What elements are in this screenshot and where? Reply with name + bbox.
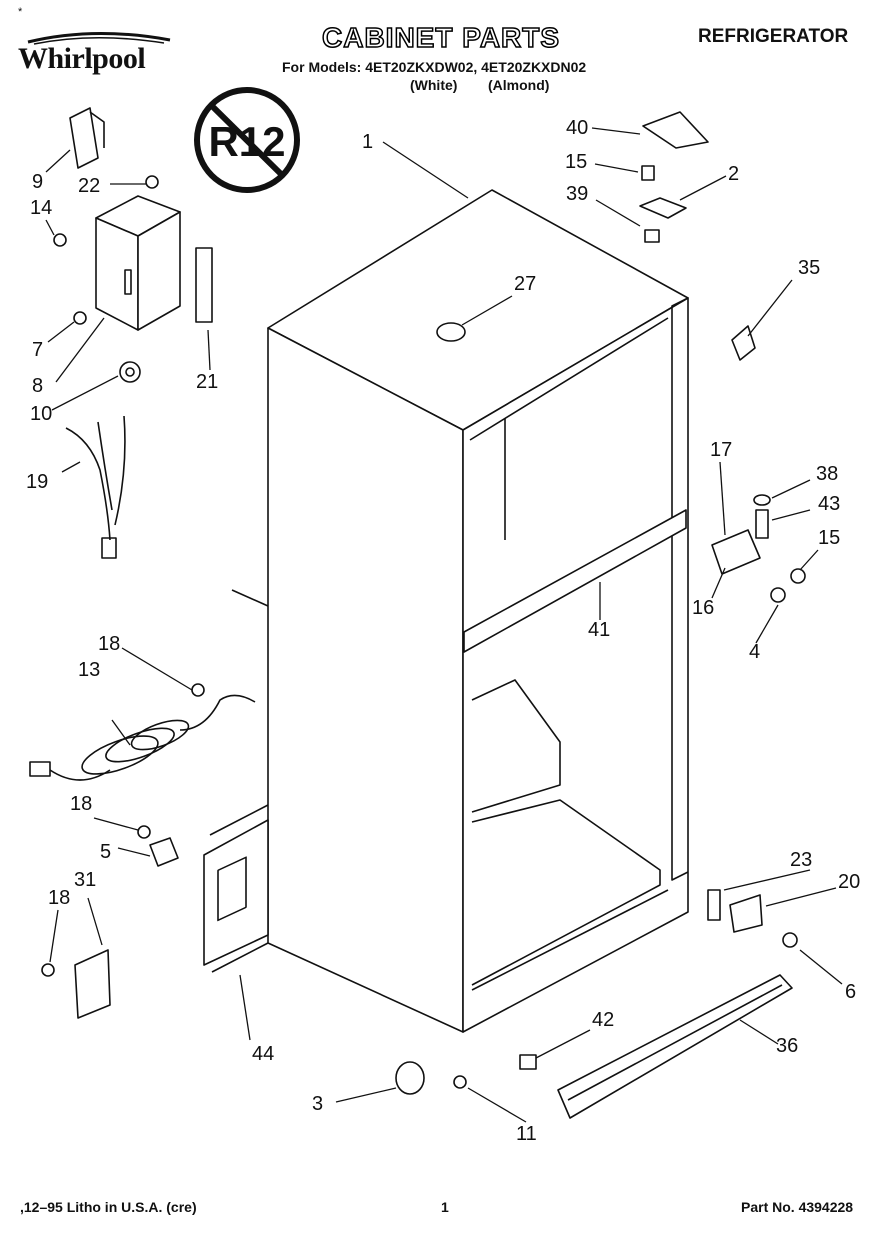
callout: 38	[816, 463, 838, 485]
callout: 27	[514, 273, 536, 295]
callout: 41	[588, 619, 610, 641]
callout: 40	[566, 117, 588, 139]
callout: 1	[362, 131, 373, 153]
page-title: CABINET PARTS	[321, 21, 561, 54]
callout: 7	[32, 339, 43, 361]
callout: 21	[196, 371, 218, 393]
wire-harness	[65, 415, 126, 559]
callout: 11	[516, 1123, 537, 1145]
callout: 14	[30, 197, 52, 219]
callout: 2	[728, 163, 739, 185]
corner-mark: *	[18, 6, 23, 18]
callout: 36	[776, 1035, 798, 1057]
callout: 9	[32, 171, 43, 193]
callout: 42	[592, 1009, 614, 1031]
callout: 4	[749, 641, 760, 663]
callout: 3	[312, 1093, 323, 1115]
power-cord	[29, 694, 256, 781]
callout: 31	[74, 869, 96, 891]
callout: 6	[845, 981, 856, 1003]
control-box	[69, 107, 213, 383]
callout: 39	[566, 183, 588, 205]
callout: 15	[565, 151, 587, 173]
callout: 23	[790, 849, 812, 871]
cabinet-body	[267, 189, 689, 1033]
badge-text: R12	[208, 118, 285, 165]
footer-page-number: 1	[441, 1199, 449, 1215]
callout: 5	[100, 841, 111, 863]
footer-litho: ,12–95 Litho in U.S.A. (cre)	[20, 1199, 197, 1215]
r12-prohibited-icon: R12	[194, 87, 300, 193]
leader-lines	[45, 127, 843, 1123]
product-category: REFRIGERATOR	[698, 26, 849, 47]
callout: 18	[70, 793, 92, 815]
callout: 35	[798, 257, 820, 279]
callout: 13	[78, 659, 100, 681]
whirlpool-swoosh-icon	[27, 31, 171, 45]
callout: 15	[818, 527, 840, 549]
side-bracket-panel	[203, 589, 269, 973]
callout: 8	[32, 375, 43, 397]
callout: 17	[710, 439, 732, 461]
callout: 22	[78, 175, 100, 197]
variant-almond: (Almond)	[488, 77, 550, 93]
small-parts	[41, 111, 806, 1119]
callout: 20	[838, 871, 860, 893]
callout: 18	[48, 887, 70, 909]
callout: 44	[252, 1043, 274, 1065]
callout: 18	[98, 633, 120, 655]
callout: 10	[30, 403, 52, 425]
callout: 16	[692, 597, 714, 619]
footer-part-number: Part No. 4394228	[741, 1199, 854, 1215]
callout-labels: 1 2 3 4 5 6 7 8 9 10 11 13 14 15 15 16 1…	[26, 117, 860, 1145]
models-line: For Models: 4ET20ZKXDW02, 4ET20ZKXDN02	[282, 59, 587, 75]
brand-logo: Whirlpool	[18, 42, 146, 75]
variant-white: (White)	[410, 77, 458, 93]
callout: 19	[26, 471, 48, 493]
callout: 43	[818, 493, 840, 515]
